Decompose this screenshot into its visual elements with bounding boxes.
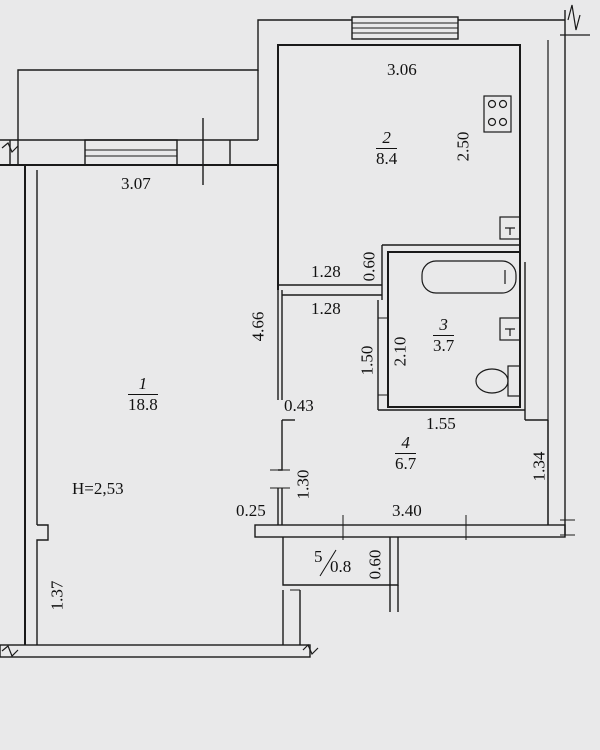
dim-room5-side: 0.60 — [365, 549, 385, 580]
room-2-label: 2 8.4 — [376, 128, 398, 168]
room-5-area: 0.8 — [330, 557, 352, 576]
dim-corridor-top-lower: 1.28 — [311, 299, 341, 318]
room-2-number: 2 — [376, 128, 398, 149]
stove-icon — [483, 95, 512, 133]
kitchen-sink-icon — [499, 216, 521, 240]
dim-bath-left: 2.10 — [390, 336, 410, 367]
room-5-number: 5 — [314, 547, 323, 566]
room-4-area: 6.7 — [395, 453, 417, 473]
room-4-label: 4 6.7 — [395, 433, 417, 473]
dim-room1-top: 3.07 — [121, 174, 151, 193]
break-symbol-bottom-left — [1, 645, 19, 658]
room-1-label: 1 18.8 — [128, 374, 158, 414]
outer-boundary-left — [17, 19, 352, 165]
dim-corridor-top-upper: 1.28 — [311, 262, 341, 281]
room-3-label: 3 3.7 — [433, 315, 455, 355]
room1-bottom-wall — [0, 644, 311, 658]
break-symbol-bottom-right — [302, 643, 319, 656]
dim-corridor-gap: 0.60 — [359, 251, 379, 282]
dim-kitchen-top: 3.06 — [387, 60, 417, 79]
dim-hall-right: 1.34 — [529, 451, 549, 482]
dim-hall-left: 1.30 — [293, 469, 313, 500]
ceiling-height: H=2,53 — [72, 479, 124, 498]
dim-hall-bottom: 3.40 — [392, 501, 422, 520]
dim-hall-small: 0.25 — [236, 501, 266, 520]
dim-room1-bottom-left: 1.37 — [47, 580, 67, 611]
room1-window — [84, 139, 178, 166]
room-3-area: 3.7 — [433, 335, 455, 355]
dim-kitchen-right: 2.50 — [453, 131, 473, 162]
bathtub-icon — [421, 260, 517, 294]
room-4-number: 4 — [395, 433, 417, 454]
break-symbol-top — [567, 4, 581, 31]
room5-walls — [282, 537, 399, 586]
dim-corridor-left: 1.50 — [357, 345, 377, 376]
break-symbol-left — [1, 142, 19, 154]
room-1-number: 1 — [128, 374, 158, 395]
dim-bath-bottom: 1.55 — [426, 414, 456, 433]
hall-bottom-wall — [254, 524, 566, 538]
room-1-area: 18.8 — [128, 394, 158, 414]
dim-hall-niche: 0.43 — [284, 396, 314, 415]
toilet-icon — [475, 365, 521, 397]
dim-room1-right: 4.66 — [248, 311, 268, 342]
room-3-number: 3 — [433, 315, 455, 336]
washbasin-icon — [499, 317, 521, 341]
room-5-label: 5 0.8 — [310, 548, 360, 578]
room-2-area: 8.4 — [376, 148, 398, 168]
kitchen-walls — [277, 44, 521, 262]
room-5-slash — [319, 549, 337, 577]
